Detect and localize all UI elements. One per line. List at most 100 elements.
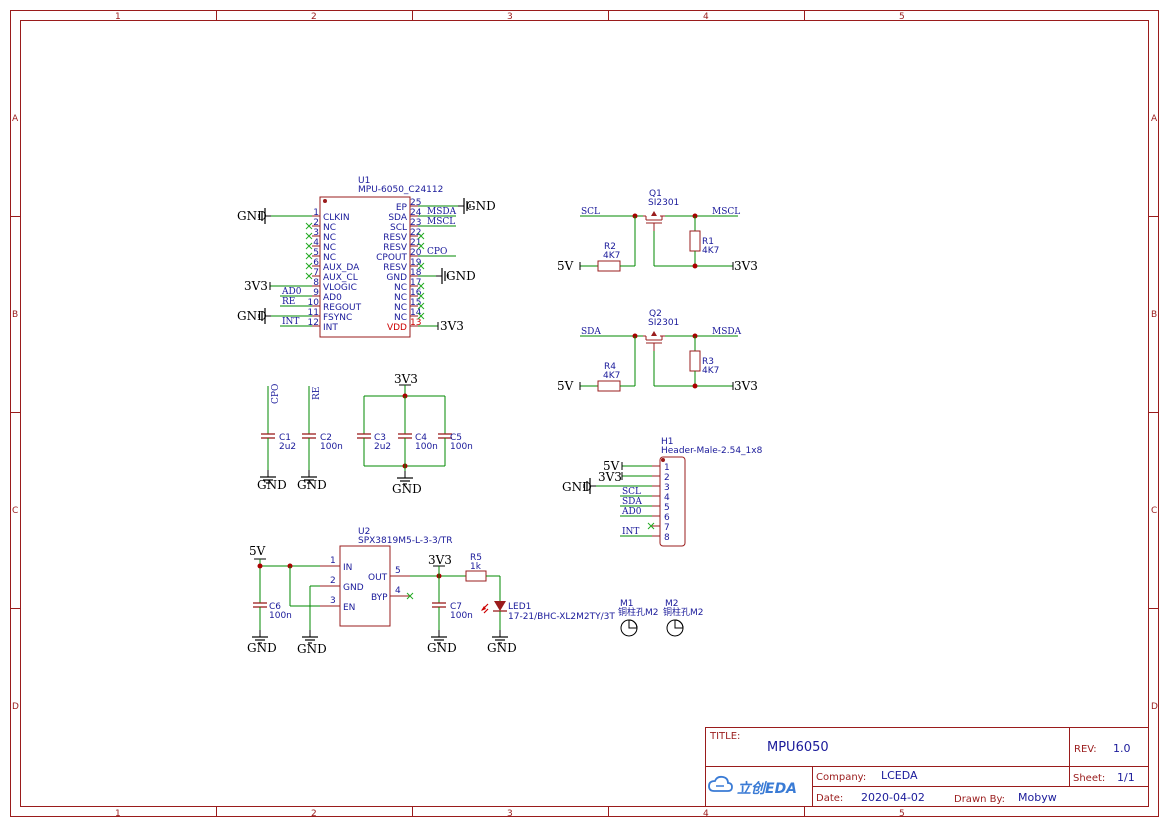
h1-pin-6: 6 xyxy=(664,513,670,523)
u2-value: SPX3819M5-L-3-3/TR xyxy=(358,536,453,546)
gnd-label-u1-ep: GND xyxy=(466,199,496,213)
m2-ref: M2 xyxy=(665,599,679,609)
u1-pin-num-22: 22 xyxy=(410,228,421,238)
q2-value: SI2301 xyxy=(648,318,679,328)
gnd-label-u2: GND xyxy=(297,642,327,656)
u1-pin-name-22: RESV xyxy=(383,233,408,243)
gnd-label-u1-fsync: GND xyxy=(237,309,267,323)
u1-pin-num-6: 6 xyxy=(313,258,319,268)
drawn-label: Drawn By: xyxy=(954,794,1005,805)
v5-label-q2: 5V xyxy=(557,379,574,393)
u1-pin-num-10: 10 xyxy=(308,298,320,308)
u1-pin-num-14: 14 xyxy=(410,308,422,318)
v33-label-h1: 3V3 xyxy=(598,470,622,484)
c4-value: 100n xyxy=(415,442,438,452)
r4-value: 4K7 xyxy=(603,371,620,381)
h1-ref: H1 xyxy=(661,437,674,447)
q1-ref: Q1 xyxy=(649,189,662,199)
mounting-holes[interactable]: M1 铜柱孔M2 M2 铜柱孔M2 xyxy=(618,599,704,637)
u1-pin-name-14: NC xyxy=(394,313,407,323)
u1-wiring: GND 3V3 AD0 RE GND INT GND MSDA MSCL CPO… xyxy=(237,197,496,333)
u1-pin-num-25: 25 xyxy=(410,198,421,208)
u1-pin-name-21: RESV xyxy=(383,243,408,253)
c3-ref: C3 xyxy=(374,433,386,443)
u1-pin-name-1: CLKIN xyxy=(323,213,350,223)
m2-value: 铜柱孔M2 xyxy=(663,606,704,618)
u2-pin2-num: 2 xyxy=(330,576,336,586)
c4-ref: C4 xyxy=(415,433,427,443)
frame-col-label-top-4: 4 xyxy=(703,12,709,22)
frame-row-label-left-B: B xyxy=(12,310,18,320)
v5-label-h1: 5V xyxy=(603,459,620,473)
u1-pin-name-5: NC xyxy=(323,253,336,263)
h1-pin-8: 8 xyxy=(664,533,670,543)
q1-value: SI2301 xyxy=(648,198,679,208)
q2-level-shifter[interactable]: SDA MSDA Q2 SI2301 R3 4K7 3V3 5V R4 4K7 xyxy=(557,309,758,393)
frame-row-label-right-D: D xyxy=(1151,702,1158,712)
decoupling-caps[interactable]: 3V3 GND C3 2u2 C4 100n C5 100n xyxy=(356,372,473,496)
u2-pin5-name: OUT xyxy=(368,573,388,583)
c6-ref: C6 xyxy=(269,602,281,612)
frame-col-label-bottom-5: 5 xyxy=(899,809,905,819)
u2-pin3-name: EN xyxy=(343,603,355,613)
c5-ref: C5 xyxy=(450,433,462,443)
u1-pin-num-4: 4 xyxy=(313,238,319,248)
u1-value: MPU-6050_C24112 xyxy=(358,185,443,195)
u1-pin-num-16: 16 xyxy=(410,288,422,298)
gnd-label-u1-clk: GND xyxy=(237,209,267,223)
u1-pin-name-25: EP xyxy=(396,203,408,213)
gnd-label-led: GND xyxy=(487,641,517,655)
c5-value: 100n xyxy=(450,442,473,452)
u2-ldo[interactable]: U2 SPX3819M5-L-3-3/TR 1 IN 2 GND 3 EN 5 … xyxy=(247,527,615,656)
v33-label-vlogic: 3V3 xyxy=(244,279,268,293)
netlabel-mscl-u1: MSCL xyxy=(427,217,455,227)
r3-ref: R3 xyxy=(702,357,714,367)
cloud-logo-icon xyxy=(708,775,733,792)
netlabel-mscl-q1: MSCL xyxy=(712,207,740,217)
u1-pin-num-23: 23 xyxy=(410,218,421,228)
u1-pin-name-24: SDA xyxy=(388,213,407,223)
q2-ref: Q2 xyxy=(649,309,662,319)
u1-pin-name-13: VDD xyxy=(387,323,407,333)
c2-ref: C2 xyxy=(320,433,332,443)
netlabel-cpo-u1: CPO xyxy=(427,247,447,257)
u1-ref: U1 xyxy=(358,176,370,186)
netlabel-scl-h1: SCL xyxy=(622,487,641,497)
u1-pin-num-7: 7 xyxy=(313,268,319,278)
h1-pin-4: 4 xyxy=(664,493,670,503)
sheet-value: 1/1 xyxy=(1117,771,1135,784)
u1-pin-num-9: 9 xyxy=(313,288,319,298)
netlabel-int-u1: INT xyxy=(282,317,299,327)
u1-pin-name-3: NC xyxy=(323,233,336,243)
gnd-label-h1: GND xyxy=(562,480,592,494)
u1-pin-name-9: AD0 xyxy=(323,293,342,303)
v5-label-u2: 5V xyxy=(249,544,266,558)
frame-row-label-right-C: C xyxy=(1151,506,1157,516)
title-block: TITLE: MPU6050 REV: 1.0 立创EDA Company: L… xyxy=(705,727,1149,807)
u1-pin-name-6: AUX_DA xyxy=(323,263,360,273)
v33-label-u2: 3V3 xyxy=(428,553,452,567)
u1-pin-name-11: FSYNC xyxy=(323,313,352,323)
led1-value: 17-21/BHC-XL2M2TY/3T xyxy=(508,612,615,622)
q1-level-shifter[interactable]: SCL MSCL Q1 SI2301 R1 4K7 3V3 5V R2 4K7 xyxy=(557,189,758,273)
m1-ref: M1 xyxy=(620,599,634,609)
frame-col-label-bottom-3: 3 xyxy=(507,809,513,819)
u2-pin5-num: 5 xyxy=(395,566,401,576)
c7-ref: C7 xyxy=(450,602,462,612)
u1-pin-num-1: 1 xyxy=(313,208,319,218)
u1-pin-name-10: REGOUT xyxy=(323,303,362,313)
rev-value: 1.0 xyxy=(1113,742,1131,755)
v33-label-q1: 3V3 xyxy=(734,259,758,273)
logo-text: 立创EDA xyxy=(737,780,797,797)
u1-pin-name-12: INT xyxy=(323,323,338,333)
title-label: TITLE: xyxy=(709,731,740,742)
c1-c2-caps[interactable]: CPO C1 2u2 GND RE C2 100n GND xyxy=(257,384,343,492)
u1-pin-num-13: 13 xyxy=(410,318,421,328)
frame-col-label-top-5: 5 xyxy=(899,12,905,22)
gnd-label-c1: GND xyxy=(257,478,287,492)
u1-pin-num-17: 17 xyxy=(410,278,421,288)
h1-pin-5: 5 xyxy=(664,503,670,513)
frame-row-label-right-A: A xyxy=(1151,114,1158,124)
